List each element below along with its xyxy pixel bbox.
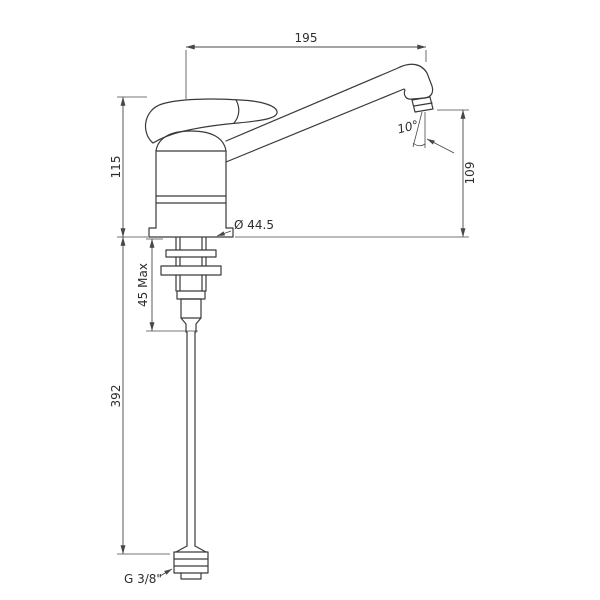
dim-label-body-height: 115 — [109, 156, 123, 179]
mounting-hardware — [160, 237, 222, 333]
callout-thread-size: G 3/8" — [124, 568, 173, 586]
callout-base-diameter: Ø 44.5 — [216, 218, 274, 237]
dim-label-spout-height: 109 — [463, 162, 477, 185]
faucet-spout — [225, 63, 434, 163]
callout-spout-angle: 10° — [396, 111, 455, 154]
label-thread-size: G 3/8" — [124, 572, 162, 586]
faucet-body — [155, 130, 227, 229]
dim-label-supply-length: 392 — [109, 385, 123, 408]
dimension-deck-thickness: 45 Max — [136, 238, 198, 332]
label-spout-angle: 10° — [396, 118, 420, 137]
hose-nut — [173, 545, 209, 580]
dim-label-deck-thickness: 45 Max — [136, 263, 150, 307]
supply-pipe — [186, 331, 196, 547]
dimension-spout-reach: 195 — [185, 31, 427, 99]
label-base-diameter: Ø 44.5 — [234, 218, 274, 232]
faucet-base — [148, 227, 234, 238]
dimension-supply-length: 392 — [109, 236, 170, 555]
dimension-body-height: 115 — [109, 96, 148, 238]
aerator — [411, 96, 434, 113]
dim-label-spout-reach: 195 — [295, 31, 318, 45]
dimension-spout-height: 109 — [235, 109, 477, 238]
